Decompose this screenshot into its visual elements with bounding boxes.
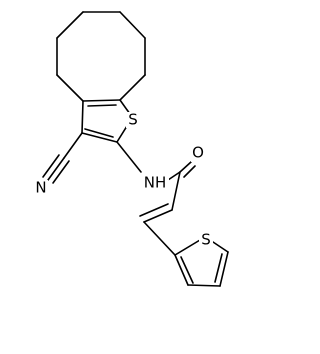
chemical-structure-diagram: S N NH O S xyxy=(34,11,229,287)
atom-label-oxygen: O xyxy=(192,144,204,162)
atom-label-sulfur: S xyxy=(201,231,211,249)
thiophene-ring-fused xyxy=(81,99,131,143)
bond xyxy=(116,125,128,143)
bond xyxy=(139,203,169,217)
atom-label-nh: NH xyxy=(144,174,167,192)
bond xyxy=(119,11,146,39)
bond xyxy=(119,74,146,101)
bond xyxy=(183,165,196,178)
bond xyxy=(63,132,83,159)
amide-linkage xyxy=(116,141,196,211)
atom-labels: S N NH O S xyxy=(34,111,213,249)
bond xyxy=(81,132,118,143)
bond xyxy=(42,154,60,178)
cyclooctane-ring xyxy=(56,11,146,102)
bond xyxy=(47,157,65,181)
bond xyxy=(81,100,84,134)
bond xyxy=(187,284,221,287)
thiophene-ring-pendant xyxy=(174,239,229,287)
bond xyxy=(116,141,142,173)
bond xyxy=(82,99,121,102)
bond xyxy=(179,161,192,173)
bond xyxy=(171,171,181,211)
bond xyxy=(167,171,181,181)
vinyl-bridge xyxy=(139,203,176,256)
bond xyxy=(174,239,201,256)
nitrile-group xyxy=(42,132,83,184)
bond xyxy=(52,160,70,184)
bond xyxy=(56,74,84,102)
bond xyxy=(87,104,117,107)
bond xyxy=(56,11,84,39)
bond xyxy=(219,251,229,287)
bond xyxy=(214,253,223,283)
bond xyxy=(174,254,189,286)
bond xyxy=(84,128,114,138)
bond xyxy=(180,256,194,284)
atom-label-sulfur: S xyxy=(128,111,138,129)
bond xyxy=(143,221,176,256)
bond xyxy=(143,209,173,223)
atom-label-nitrogen: N xyxy=(35,179,46,197)
bond xyxy=(119,99,131,115)
